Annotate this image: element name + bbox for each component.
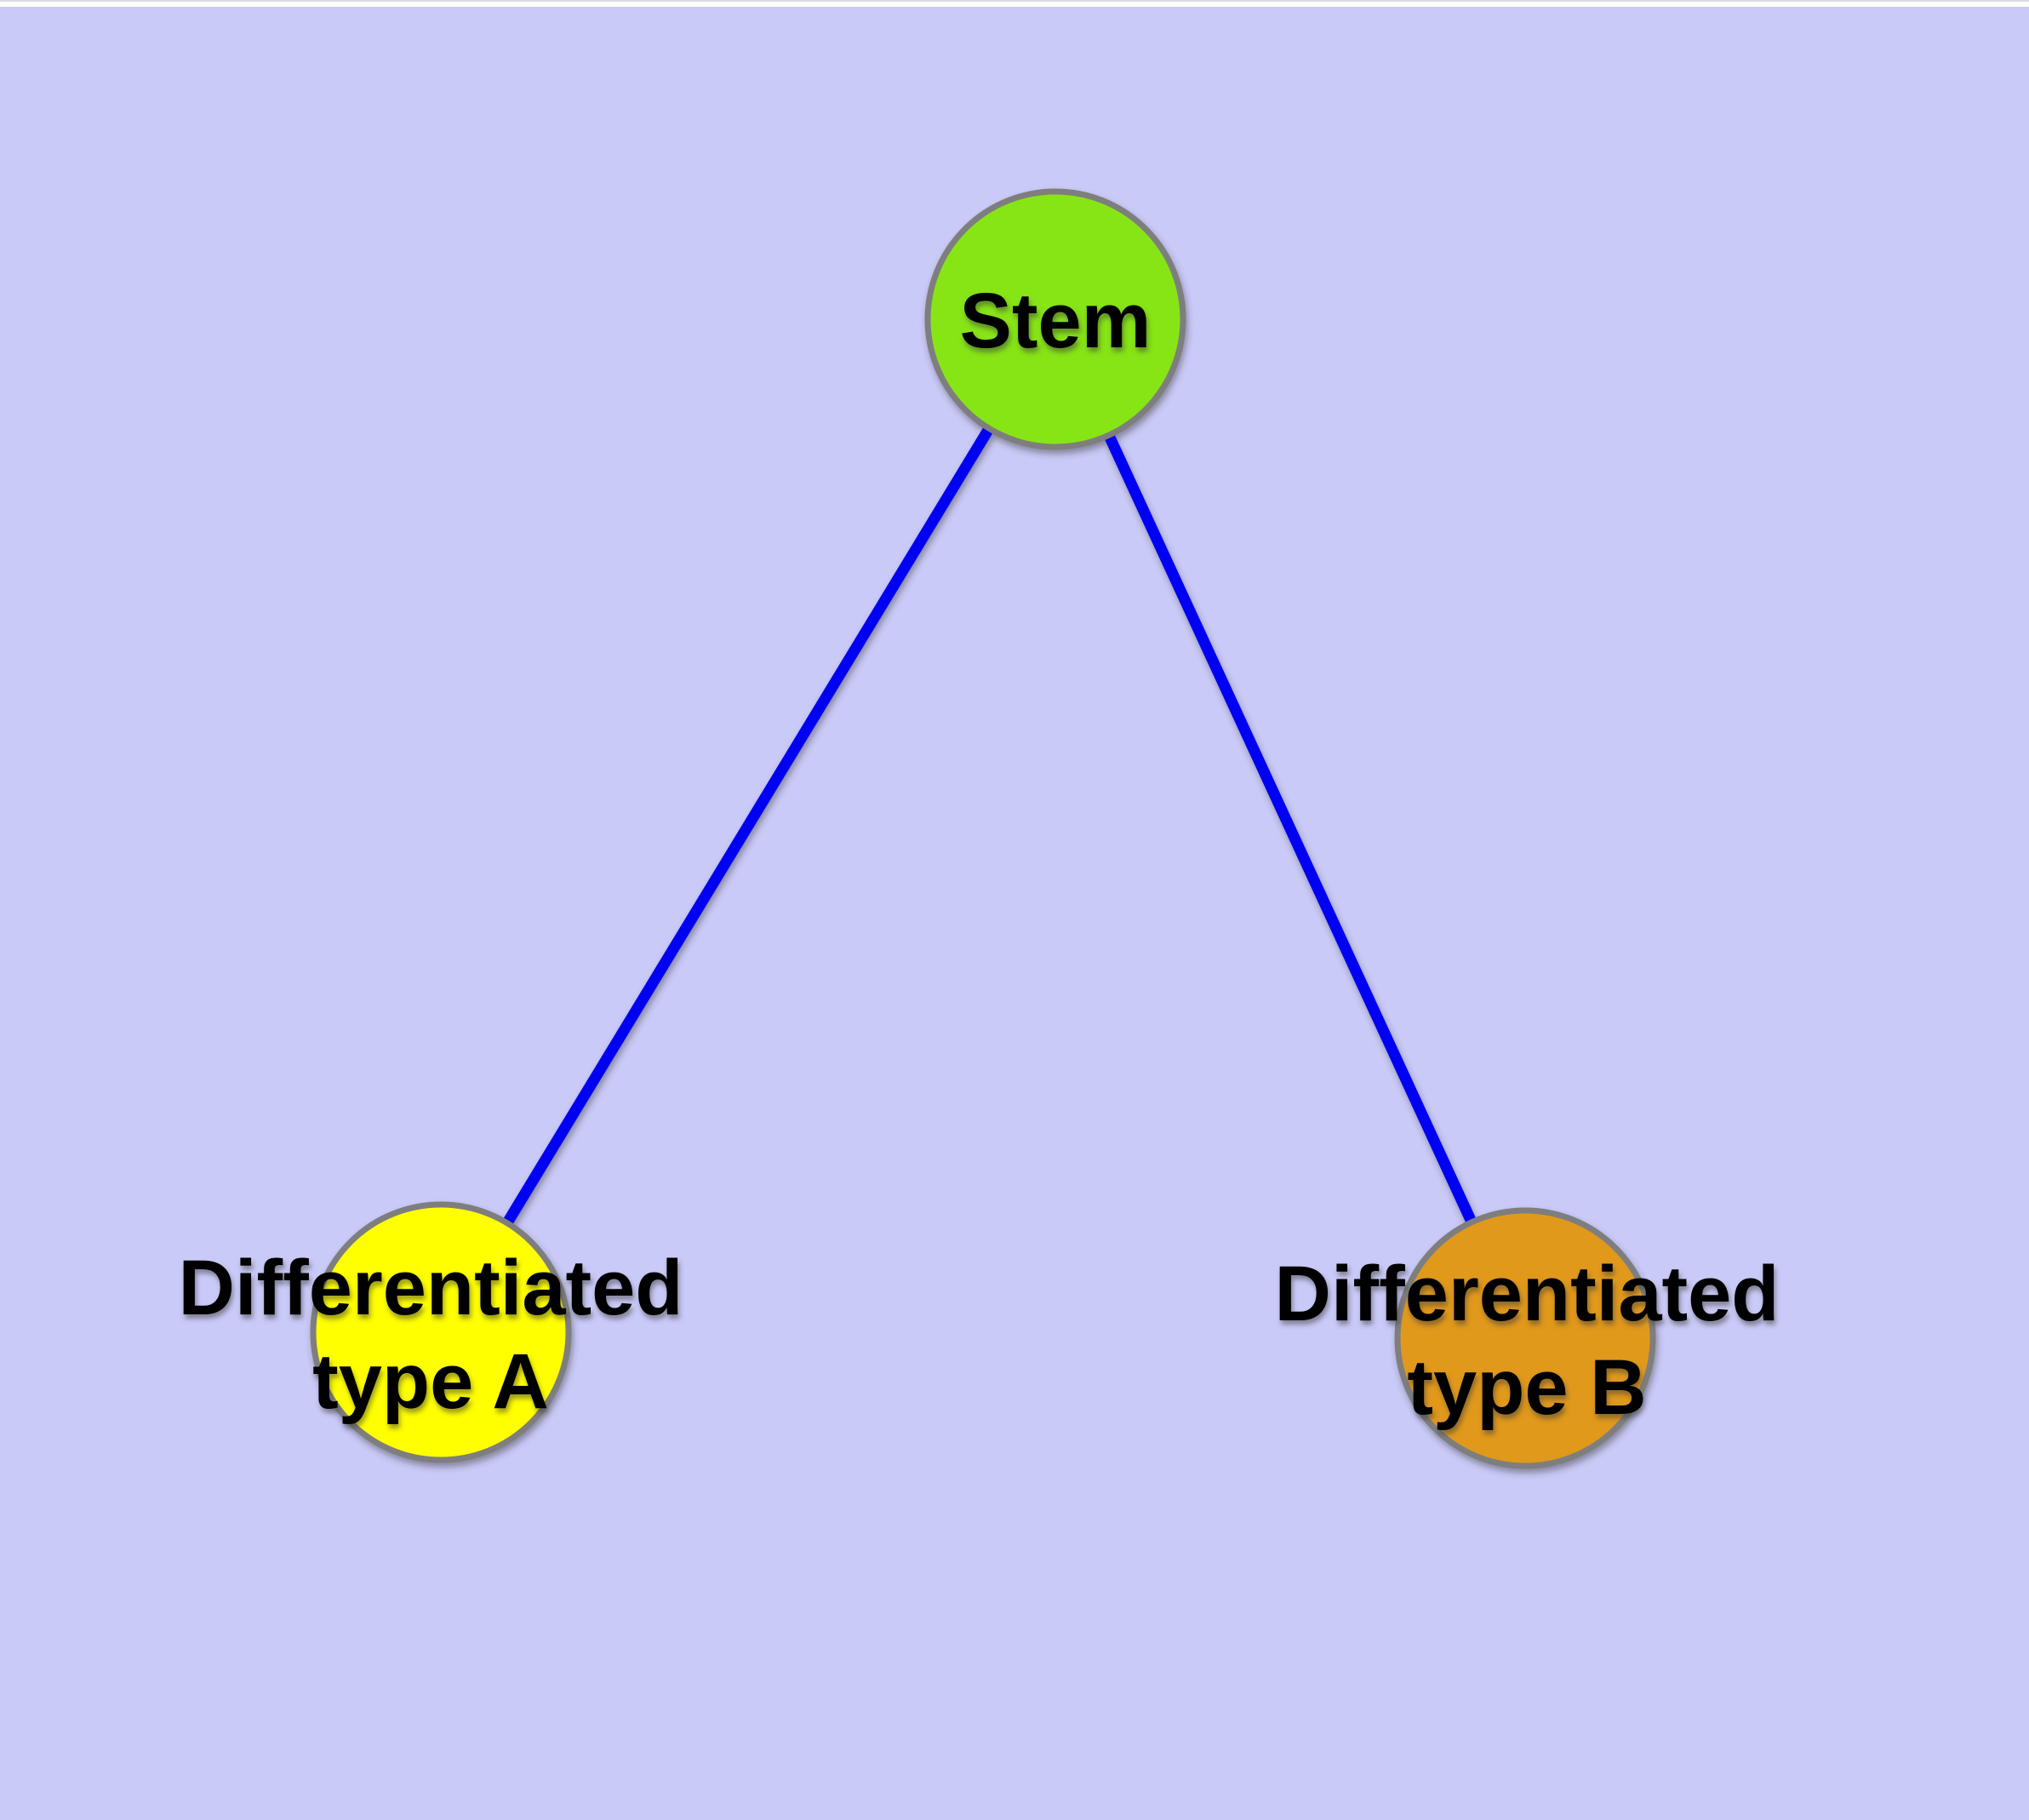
- type-a-label-line-1: Differentiated: [178, 1245, 683, 1331]
- edge-stem-to-type-b: [1049, 313, 1531, 1344]
- edge-stem-to-type-a: [435, 313, 1061, 1338]
- type-b-label-line-2: type B: [1407, 1344, 1647, 1431]
- differentiated-type-b-label: Differentiated type B: [1275, 1247, 1780, 1434]
- differentiated-type-b-node: [1394, 1207, 1656, 1469]
- top-margin-strip: [0, 0, 2029, 7]
- stem-node: [924, 188, 1186, 450]
- differentiated-type-a-label: Differentiated type A: [179, 1241, 683, 1428]
- stem-label-line: Stem: [959, 278, 1152, 364]
- type-b-label-line-1: Differentiated: [1274, 1251, 1780, 1337]
- differentiated-type-a-node: [310, 1201, 572, 1463]
- stem-node-label: Stem: [960, 274, 1152, 368]
- type-a-label-line-2: type A: [312, 1338, 549, 1425]
